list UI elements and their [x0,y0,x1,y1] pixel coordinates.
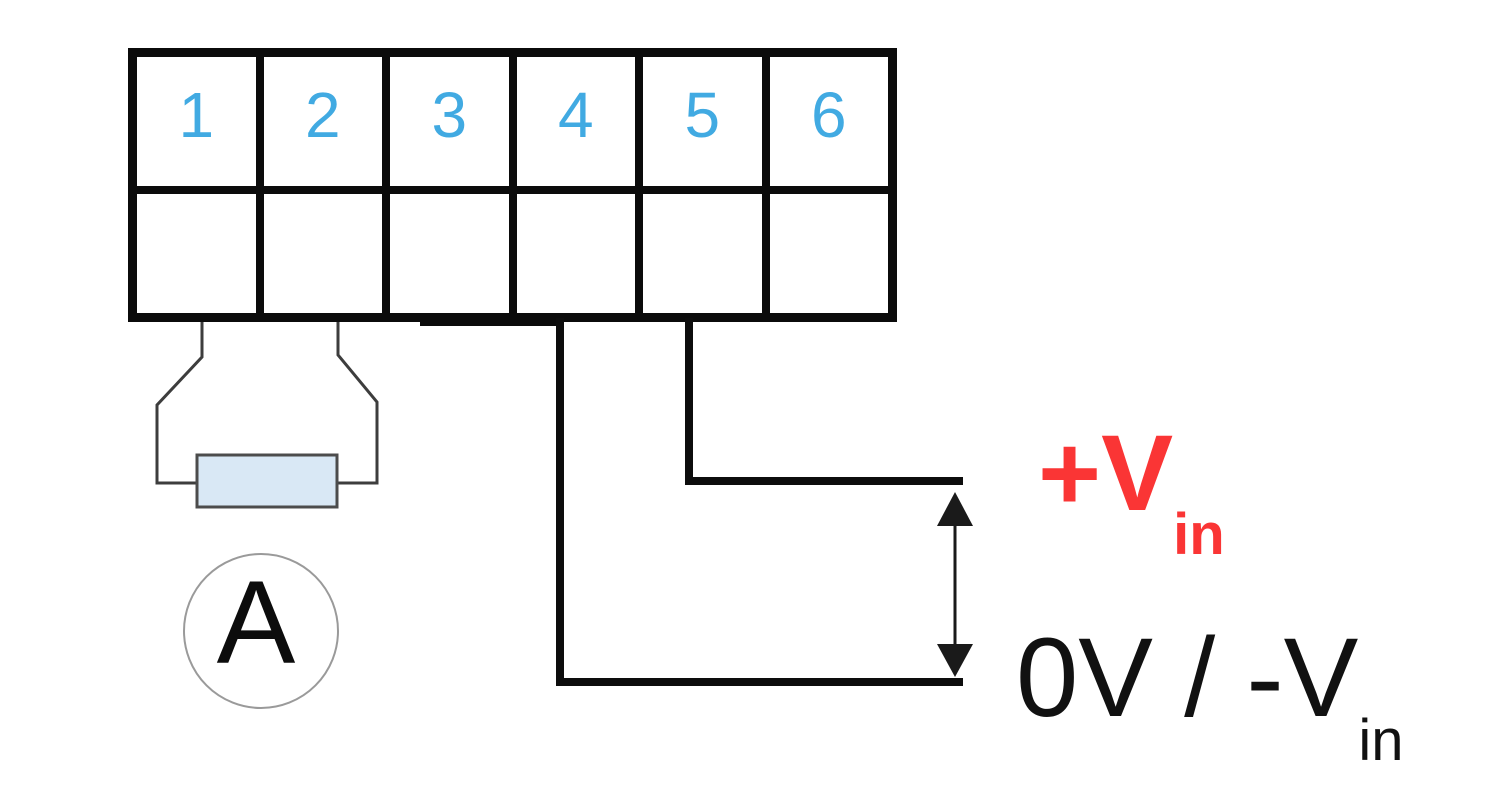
terminal-slot-2 [259,190,386,317]
vin-negative-subscript: in [1358,708,1404,773]
terminal-number-6: 6 [810,78,847,151]
terminal-number-2: 2 [304,78,341,151]
vin-positive-label: +Vin [1038,419,1225,564]
vin-positive-main: +V [1038,412,1174,533]
terminal-cell-4: 4 [512,53,639,190]
shunt-wire-left [155,322,204,485]
voltage-arrow-head-down-icon [937,644,973,677]
ammeter-symbol-label: A [216,556,296,689]
block-bottom-thick-segment [420,314,556,326]
terminal-number-1: 1 [178,78,215,151]
terminal-cell-1: 1 [133,53,260,190]
terminal-slot-4 [512,190,639,317]
ammeter-circle [183,553,339,709]
wire-terminal4-0v [556,318,963,686]
terminal-slot-6 [765,190,892,317]
wire-terminal5-vplus [685,318,963,485]
terminal-block: 1 2 3 4 5 6 [128,48,897,322]
shunt-resistor [195,453,339,509]
terminal-cell-5: 5 [639,53,766,190]
terminal-row-slots [133,190,892,317]
terminal-slot-5 [639,190,766,317]
vin-negative-main: 0V / -V [1016,615,1359,740]
vin-negative-label: 0V / -Vin [1016,622,1404,770]
terminal-number-4: 4 [557,78,594,151]
terminal-slot-3 [386,190,513,317]
terminal-slot-1 [133,190,260,317]
terminal-row-numbers: 1 2 3 4 5 6 [133,53,892,190]
vin-positive-subscript: in [1173,502,1225,567]
terminal-number-5: 5 [684,78,721,151]
voltage-arrow-head-up-icon [937,492,973,526]
terminal-cell-3: 3 [386,53,513,190]
terminal-number-3: 3 [431,78,468,151]
shunt-wire-right [335,322,379,485]
terminal-cell-6: 6 [765,53,892,190]
terminal-cell-2: 2 [259,53,386,190]
